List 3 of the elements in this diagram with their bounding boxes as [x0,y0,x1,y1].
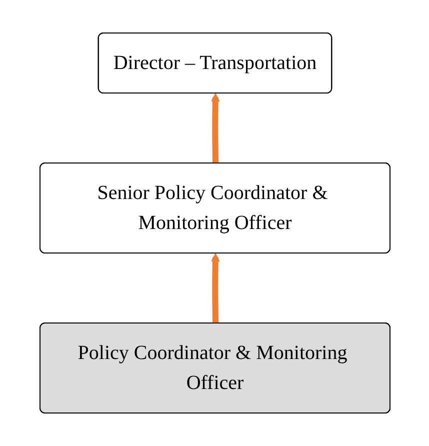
arrow [210,93,220,164]
node-text: Senior Policy Coordinator & Monitoring Officer [96,182,328,234]
arrow [210,253,220,324]
